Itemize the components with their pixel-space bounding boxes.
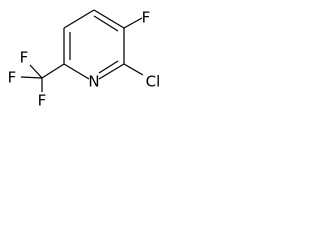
fluorine-cf3-bottom-label: F bbox=[38, 92, 47, 110]
bond-c6-cf3-carbon bbox=[41, 63, 65, 79]
bond-c2-cl bbox=[123, 63, 144, 76]
bond-c4-c5 bbox=[63, 9, 95, 29]
bond-n1-c2 bbox=[98, 63, 125, 80]
molecule-drawing: F N Cl F F F bbox=[8, 9, 161, 110]
bond-c3-c4 bbox=[93, 9, 125, 29]
bond-cf3-f-left bbox=[20, 76, 43, 79]
bond-lines bbox=[20, 9, 144, 92]
fluorine-cf3-top-label: F bbox=[20, 49, 29, 67]
double-bond-n1-c2-inner bbox=[98, 60, 119, 74]
bond-c6-n1 bbox=[63, 63, 90, 80]
fluorine-top-label: F bbox=[142, 9, 151, 27]
nitrogen-label: N bbox=[88, 73, 99, 91]
bond-cf3-f-top bbox=[29, 64, 43, 79]
atom-labels: F N Cl F F F bbox=[8, 9, 161, 110]
bond-c3-f bbox=[123, 17, 143, 29]
chemical-structure-canvas: F N Cl F F F bbox=[0, 0, 190, 136]
double-bond-c3-c4-inner bbox=[93, 15, 119, 32]
chlorine-label: Cl bbox=[146, 73, 161, 91]
fluorine-cf3-left-label: F bbox=[8, 69, 17, 87]
